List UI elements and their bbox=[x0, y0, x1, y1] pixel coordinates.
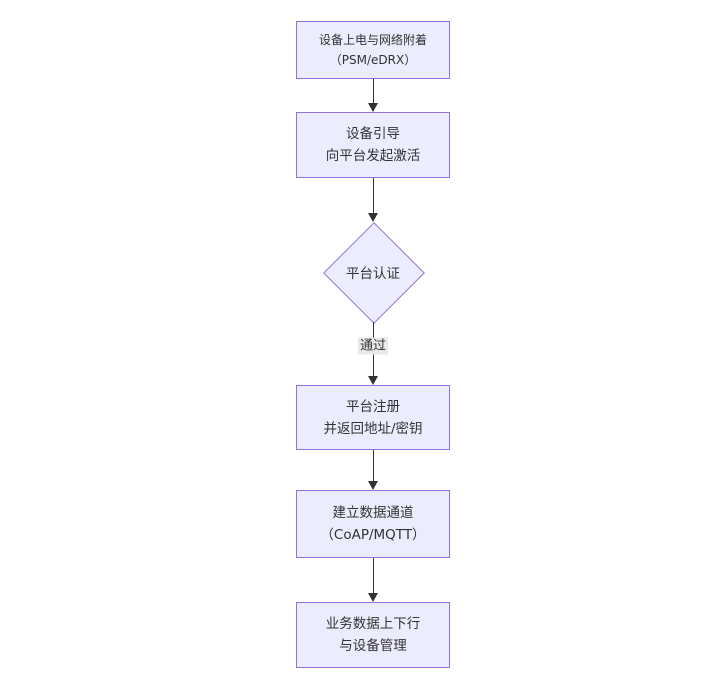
node-platform-auth-label: 平台认证 bbox=[346, 266, 400, 282]
node-platform-register: 平台注册 并返回地址/密钥 bbox=[296, 385, 450, 450]
edge-register-to-channel bbox=[368, 450, 378, 490]
node-bootstrap: 设备引导 向平台发起激活 bbox=[296, 112, 450, 178]
node-power-attach-line1: 设备上电与网络附着 bbox=[318, 33, 427, 47]
edge-power-to-bootstrap bbox=[368, 79, 378, 112]
node-business-data-line2: 与设备管理 bbox=[339, 638, 407, 654]
edge-line bbox=[372, 450, 374, 482]
node-bootstrap-line2: 向平台发起激活 bbox=[325, 148, 421, 164]
node-bootstrap-line1: 设备引导 bbox=[346, 126, 400, 142]
edge-channel-to-business bbox=[368, 558, 378, 602]
node-data-channel-line1: 建立数据通道 bbox=[332, 505, 414, 521]
arrow-down-icon bbox=[368, 593, 378, 602]
node-business-data-line1: 业务数据上下行 bbox=[325, 616, 421, 632]
node-power-attach-line2: （PSM/eDRX） bbox=[329, 53, 417, 67]
edge-line bbox=[372, 178, 374, 214]
node-platform-auth: 平台认证 bbox=[322, 221, 425, 324]
arrow-down-icon bbox=[368, 103, 378, 112]
node-data-channel-line2: （CoAP/MQTT） bbox=[320, 527, 426, 543]
node-data-channel: 建立数据通道 （CoAP/MQTT） bbox=[296, 490, 450, 558]
node-business-data: 业务数据上下行 与设备管理 bbox=[296, 602, 450, 668]
node-platform-register-line1: 平台注册 bbox=[346, 398, 400, 415]
arrow-down-icon bbox=[368, 213, 378, 222]
node-platform-register-line2: 并返回地址/密钥 bbox=[323, 420, 423, 437]
edge-bootstrap-to-auth bbox=[368, 178, 378, 222]
arrow-down-icon bbox=[368, 481, 378, 490]
edge-label-pass: 通过 bbox=[357, 337, 389, 355]
edge-line bbox=[372, 79, 374, 104]
edge-line bbox=[372, 558, 374, 594]
node-power-attach: 设备上电与网络附着 （PSM/eDRX） bbox=[296, 21, 450, 79]
arrow-down-icon bbox=[368, 376, 378, 385]
